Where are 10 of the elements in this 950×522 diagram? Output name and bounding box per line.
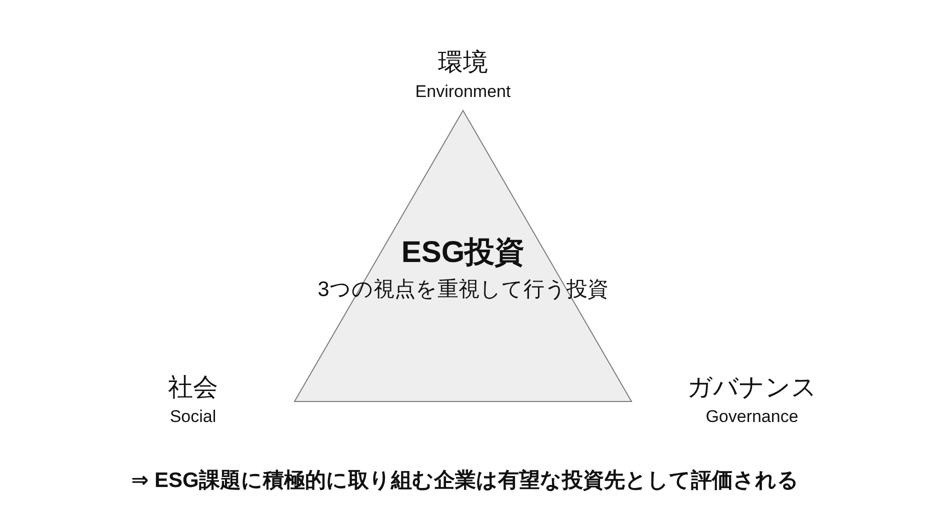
vertex-label: 環境 (438, 48, 488, 78)
vertex-label: ガバナンス (687, 374, 817, 402)
vertex-sublabel: Social (170, 407, 216, 427)
vertex-label: 社会 (168, 374, 218, 402)
caption: ⇒ ESG課題に積極的に取り組む企業は有望な投資先として評価される (131, 468, 799, 494)
vertex-sublabel: Environment (415, 82, 511, 102)
node-description: 3つの視点を重視して行う投資 (318, 278, 608, 302)
vertex-sublabel: Governance (706, 407, 798, 427)
node-heading: ESG投資 (401, 236, 525, 270)
triangle-shape (294, 110, 632, 402)
